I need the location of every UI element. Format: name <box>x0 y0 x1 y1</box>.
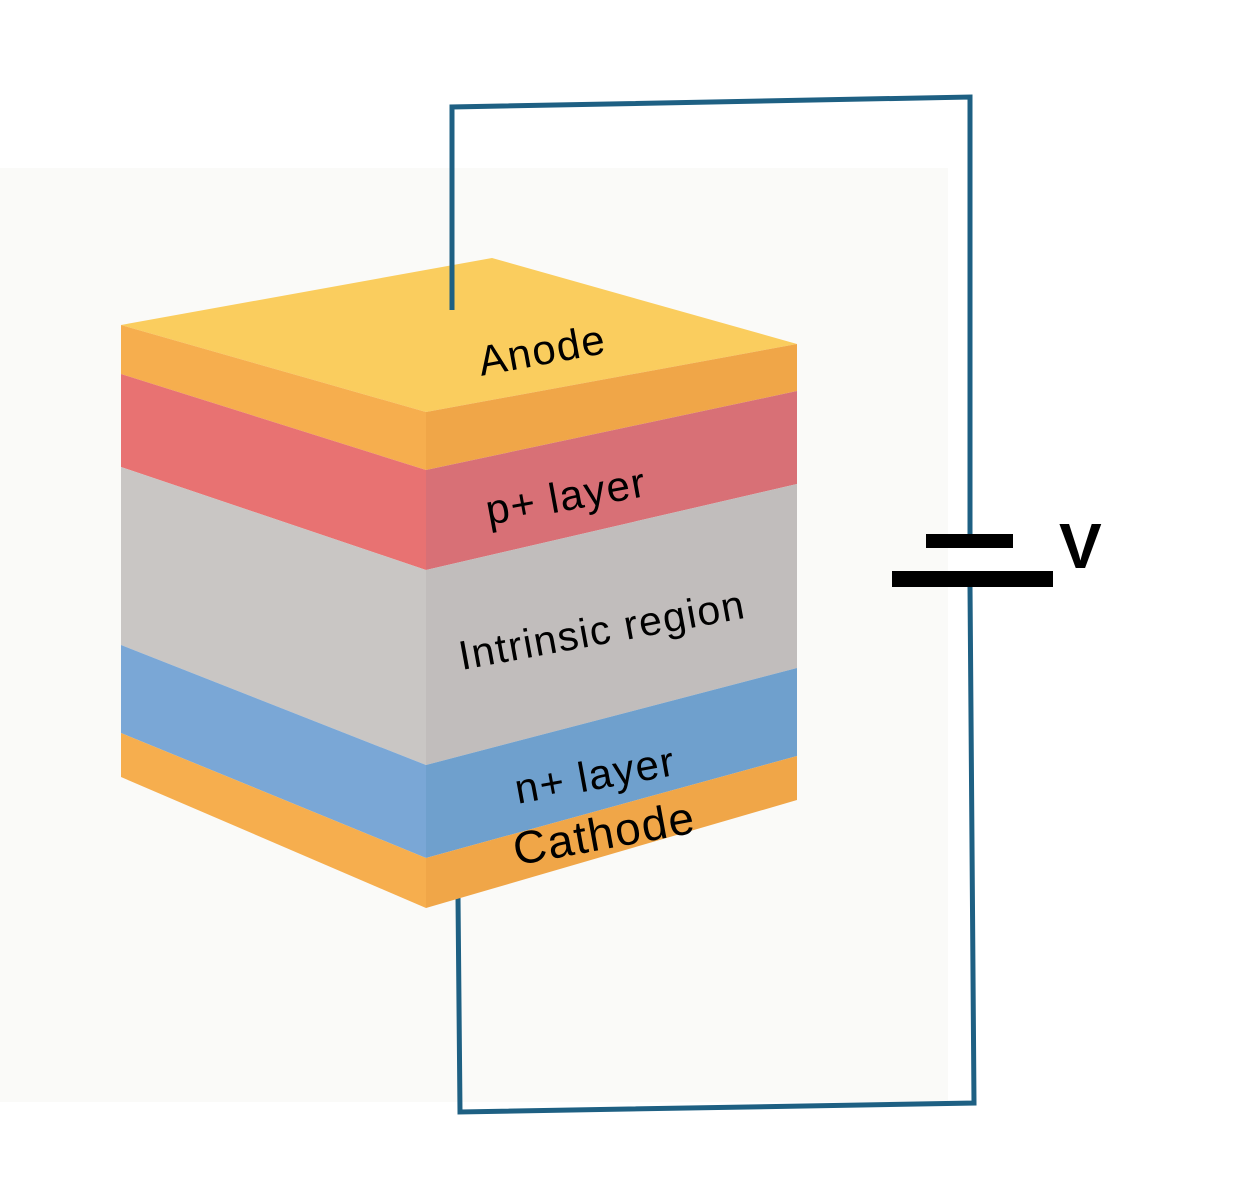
wire-anode-loop <box>449 94 973 536</box>
wire-cathode-loop <box>455 585 977 1115</box>
intrinsic-layer-right-face <box>426 484 797 765</box>
pin-diode-device <box>121 258 797 908</box>
battery-symbol <box>892 534 1053 587</box>
battery-long-plate <box>892 571 1053 587</box>
n-plus-layer-left-face <box>121 645 426 858</box>
device-top-face <box>121 258 797 412</box>
p-plus-layer-left-face <box>121 374 426 570</box>
intrinsic-layer-left-face <box>121 467 426 765</box>
p-plus-layer-right-face <box>426 391 797 570</box>
cathode-layer-left-face <box>121 733 426 908</box>
n-plus-layer-right-face <box>426 668 797 858</box>
anode-layer-left-face <box>121 325 426 470</box>
anode-layer-right-face <box>426 344 797 470</box>
cathode-layer-right-face <box>426 756 797 908</box>
battery-short-plate <box>926 534 1013 548</box>
voltage-label: V <box>1059 510 1102 582</box>
